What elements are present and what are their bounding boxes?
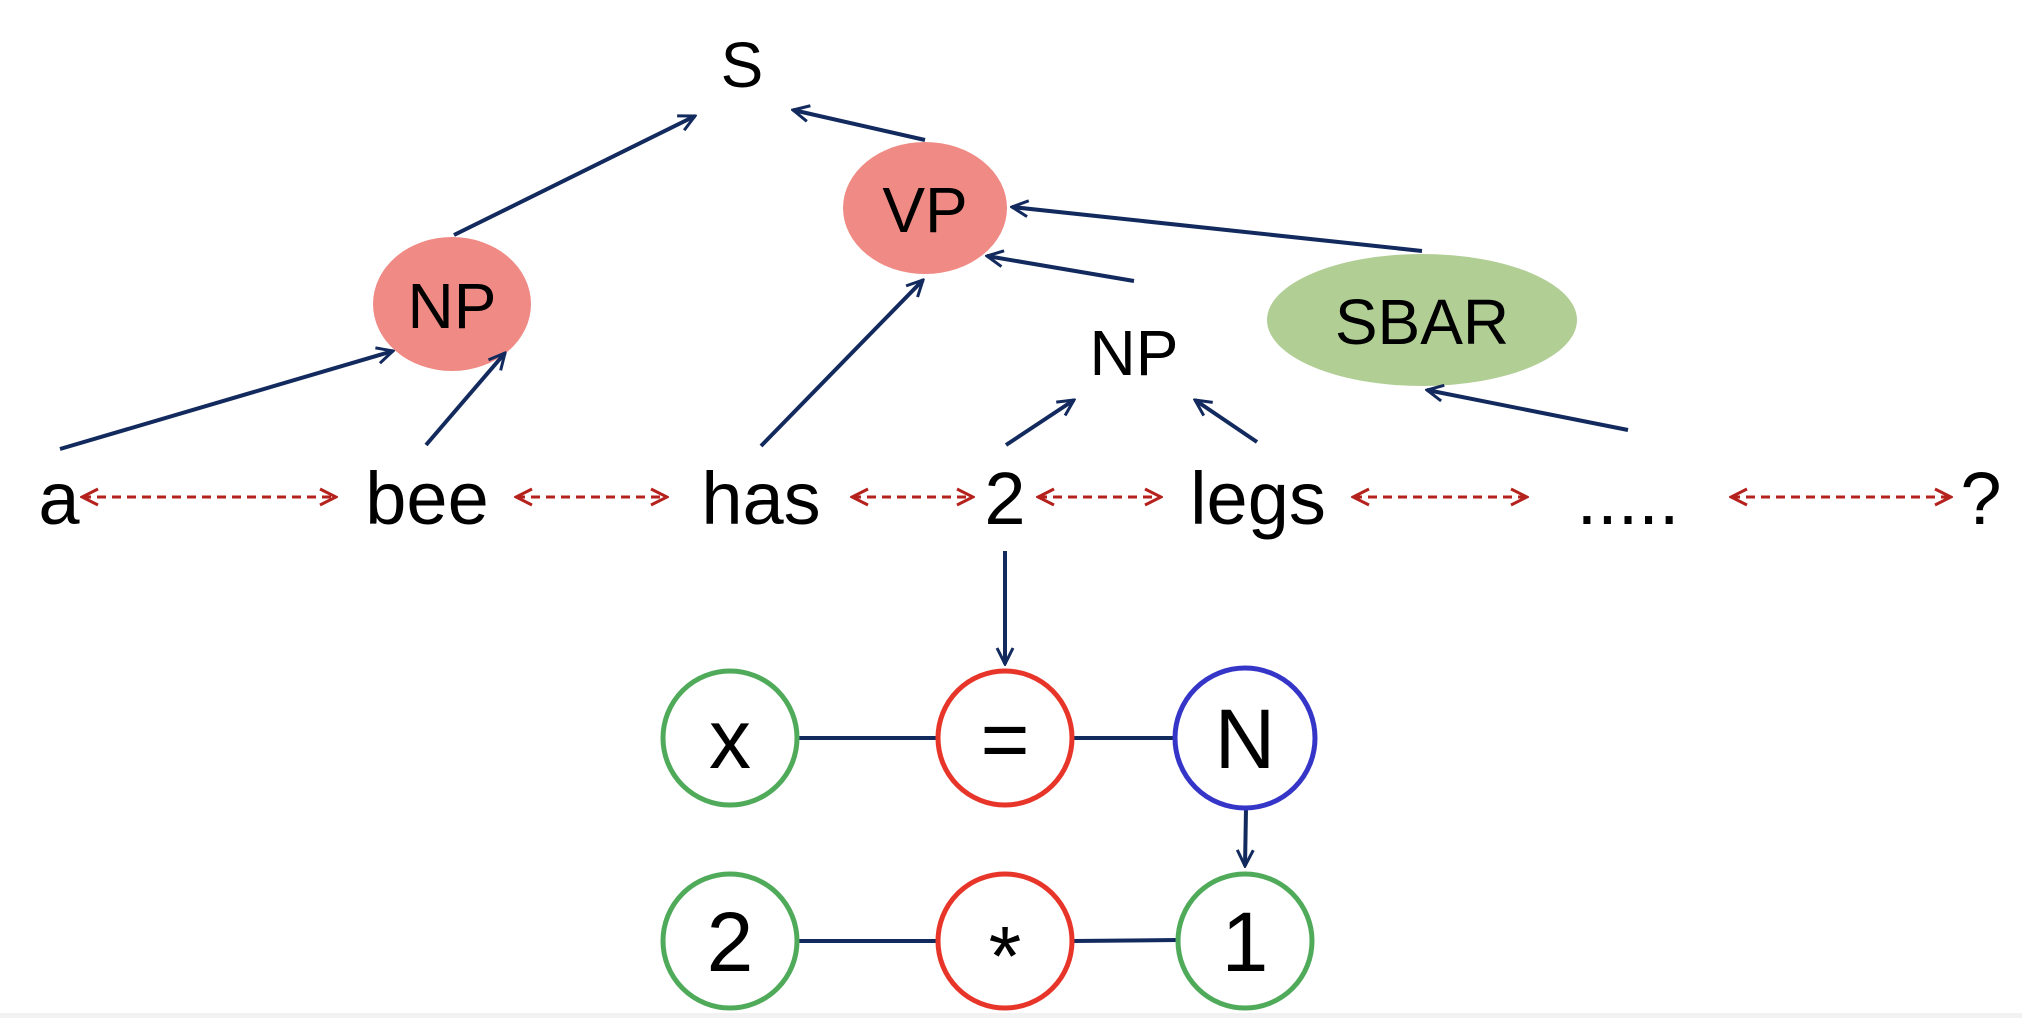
node-times: [935, 871, 1075, 1011]
arrow-bee-to-np: [424, 353, 505, 447]
label-vp: VP: [882, 174, 967, 246]
node-x: [660, 668, 800, 808]
bottom-divider: [0, 1013, 2022, 1018]
arrow-dots-to-sbar: [1427, 390, 1629, 432]
word-has: has: [701, 457, 820, 540]
arrow-np-to-s: [453, 114, 695, 237]
np-left-node: [373, 237, 531, 371]
arrow-vp-to-s: [793, 110, 926, 142]
word-bee: bee: [365, 457, 488, 540]
arrow-a-to-np: [59, 351, 393, 451]
vp-node: [843, 142, 1007, 274]
label-np-left: NP: [408, 270, 497, 342]
word-question: ?: [1960, 457, 2001, 540]
edge-times-1: [1072, 938, 1179, 943]
graph-edges: [799, 736, 1179, 943]
node-equals: [935, 668, 1075, 808]
symbol-2: 2: [707, 895, 754, 989]
arrow-np-to-vp: [987, 256, 1135, 283]
word-2: 2: [984, 457, 1025, 540]
label-np-right: NP: [1090, 317, 1179, 389]
arrow-sbar-to-vp: [1012, 207, 1423, 253]
symbol-equals: =: [980, 692, 1029, 786]
word-ellipsis: .....: [1577, 457, 1680, 540]
label-sbar: SBAR: [1335, 286, 1509, 358]
graph-nodes: [660, 665, 1318, 1011]
arrow-legs-to-np: [1195, 400, 1259, 444]
word-legs: legs: [1190, 457, 1326, 540]
symbol-n: N: [1215, 692, 1276, 786]
arrow-n-to-1: [1245, 808, 1246, 866]
node-n: [1172, 665, 1318, 811]
arrow-2-to-np: [1004, 400, 1074, 447]
symbol-times: *: [989, 909, 1022, 1003]
symbol-1: 1: [1222, 895, 1269, 989]
sbar-node: [1267, 254, 1577, 386]
arrow-has-to-vp: [759, 280, 923, 448]
node-2: [660, 871, 800, 1011]
tree-arrows: [59, 110, 1629, 866]
word-a: a: [38, 457, 80, 540]
label-s: S: [721, 29, 764, 101]
symbol-x: x: [709, 692, 751, 786]
node-1: [1175, 871, 1315, 1011]
